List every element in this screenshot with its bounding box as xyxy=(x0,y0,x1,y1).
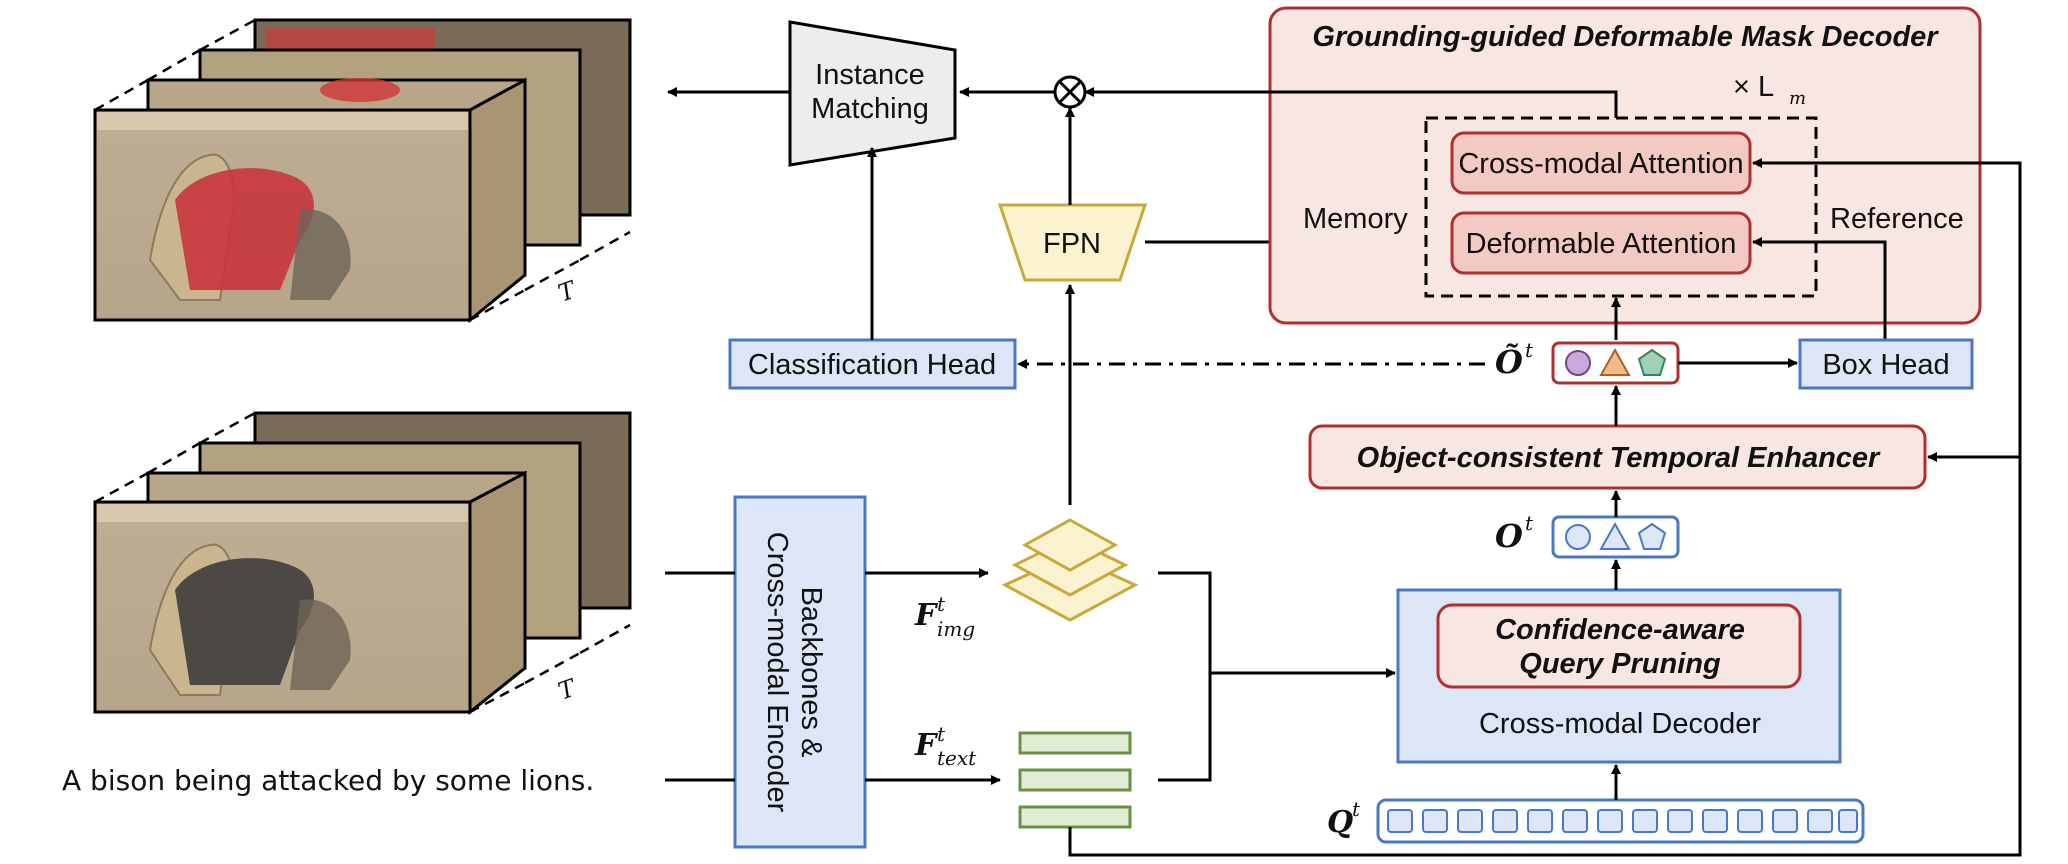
triangle-object-icon xyxy=(1599,521,1631,550)
circle-object-icon xyxy=(1565,524,1591,550)
query-pruning-line2: Query Pruning xyxy=(1519,648,1721,680)
fpn-box xyxy=(997,203,1148,282)
svg-text:t: t xyxy=(1352,797,1361,821)
caption-text: A bison being attacked by some lions. xyxy=(62,764,594,797)
triangle-query-icon xyxy=(1599,347,1631,376)
backbone-label-line2: Cross-modal Encoder xyxy=(761,532,793,813)
query-pruning-box xyxy=(1436,603,1802,689)
temporal-enhancer-label: Object-consistent Temporal Enhancer xyxy=(1357,442,1881,474)
classification-head-label: Classification Head xyxy=(748,349,996,381)
frames-label-top: T xyxy=(554,275,580,307)
cross-modal-attention-label: Cross-modal Attention xyxy=(1458,148,1743,180)
query-pruning-line1: Confidence-aware xyxy=(1495,614,1745,646)
query-token-icons xyxy=(1387,809,1858,833)
f-img-symbol: F xyxy=(914,598,939,633)
deformable-attention-box xyxy=(1450,211,1752,275)
cross-modal-decoder-label: Cross-modal Decoder xyxy=(1479,708,1761,740)
mask-decoder-title: Grounding-guided Deformable Mask Decoder xyxy=(1312,21,1939,53)
text-feature-route-to-cross-attention xyxy=(1068,158,2022,857)
q-symbol: Q xyxy=(1327,805,1353,840)
output-frames-stack: T xyxy=(93,18,632,324)
pentagon-object-icon xyxy=(1637,522,1667,550)
attention-layer-group xyxy=(1424,116,1818,298)
memory-label: Memory xyxy=(1303,203,1408,235)
box-head-box xyxy=(1798,338,1974,390)
svg-text:t: t xyxy=(937,592,946,616)
image-feature-pyramid-icon xyxy=(1001,518,1139,622)
instance-matching-line2: Matching xyxy=(811,93,929,125)
o-symbol: O xyxy=(1495,517,1523,555)
repeat-label: × L xyxy=(1733,71,1774,103)
svg-text:t: t xyxy=(1525,338,1534,362)
svg-text:img: img xyxy=(937,617,975,641)
cross-modal-attention-box xyxy=(1450,131,1752,195)
classification-head-box xyxy=(728,338,1017,390)
fpn-label: FPN xyxy=(1043,228,1101,260)
o-tilde-symbol: Õ xyxy=(1495,343,1523,381)
input-frames-stack: T xyxy=(93,411,632,716)
f-text-symbol: F xyxy=(914,728,939,763)
svg-text:text: text xyxy=(937,746,977,770)
multiply-icon xyxy=(1053,75,1087,109)
svg-text:m: m xyxy=(1789,88,1806,109)
deformable-attention-label: Deformable Attention xyxy=(1466,228,1737,260)
reference-label: Reference xyxy=(1830,203,1964,235)
circle-query-icon xyxy=(1565,350,1591,376)
backbone-label-line1: Backbones & xyxy=(795,587,827,758)
frames-label-bottom: T xyxy=(554,673,580,705)
svg-text:t: t xyxy=(937,722,946,746)
text-feature-bars-icon xyxy=(1018,731,1132,829)
pentagon-query-icon xyxy=(1637,348,1667,376)
box-head-label: Box Head xyxy=(1822,349,1949,381)
svg-text:t: t xyxy=(1525,511,1534,535)
instance-matching-line1: Instance xyxy=(815,59,925,91)
backbone-box xyxy=(733,495,867,849)
instance-matching-box xyxy=(788,20,957,167)
